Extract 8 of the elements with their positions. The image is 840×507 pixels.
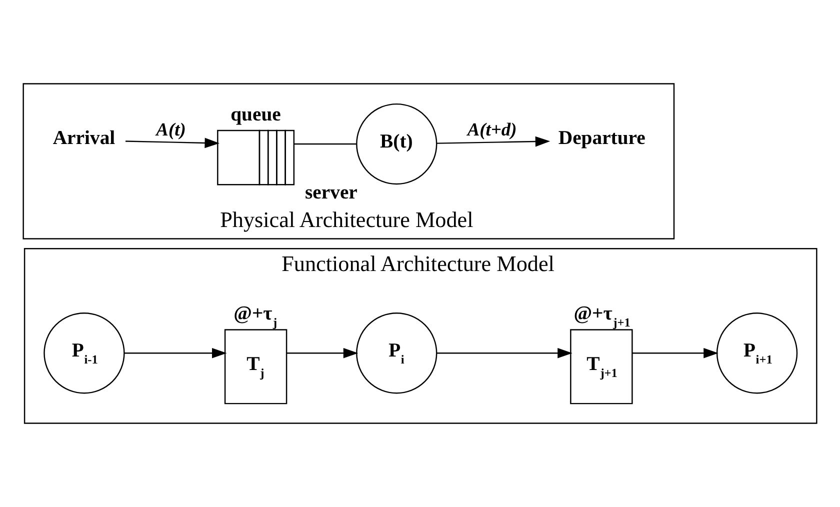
node-label: @+τ$_{j}$	[234, 302, 278, 330]
edge-label: A(t+d)	[467, 119, 517, 140]
node-text: Departure	[558, 126, 646, 149]
node-text: Arrival	[52, 126, 116, 149]
node-label: @+τ$_{j+1}$	[574, 302, 630, 330]
node-label: queue	[230, 103, 281, 126]
edge-label: A(t)	[156, 119, 186, 140]
node-label: server	[304, 182, 358, 204]
